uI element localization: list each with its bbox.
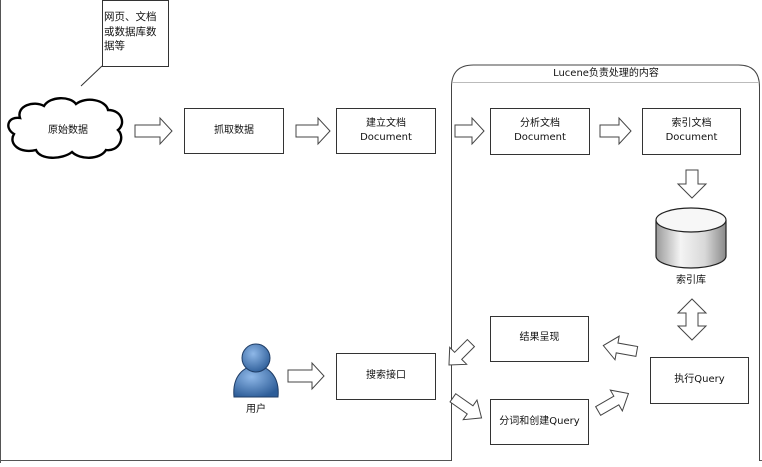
panel-title: Lucene负责处理的内容 <box>553 68 659 79</box>
arrow-search-to-tokenize <box>449 393 483 421</box>
result-box <box>490 316 589 362</box>
result-label: 结果呈现 <box>519 332 560 343</box>
crawl-box <box>184 108 284 154</box>
arrow-analyze-to-index <box>599 116 632 146</box>
arrow-tokenize-to-execute <box>594 389 630 417</box>
arrow-result-to-search <box>448 338 476 366</box>
index-doc-label: 索引文档 Document <box>665 118 718 143</box>
analyze-doc-box <box>490 108 590 155</box>
arrow-db-execute <box>676 298 708 341</box>
index-db-cylinder <box>655 207 727 269</box>
search-iface-box <box>336 353 436 400</box>
arrow-cloud-to-crawl <box>134 116 173 146</box>
search-iface-label: 搜索接口 <box>366 370 406 381</box>
tokenize-box <box>490 399 589 445</box>
arrow-index-to-db <box>676 169 708 199</box>
analyze-doc-label: 分析文档 Document <box>514 118 566 143</box>
note-leader <box>80 65 103 87</box>
index-db-label: 索引库 <box>676 275 706 286</box>
build-doc-label: 建立文档 Document <box>360 118 412 143</box>
arrow-user-to-search <box>287 361 325 391</box>
arrow-execute-to-result <box>602 335 639 361</box>
raw-data-label: 原始数据 <box>48 125 88 136</box>
crawl-label: 抓取数据 <box>214 125 254 136</box>
user-icon <box>233 343 279 398</box>
note-text: 网页、文档 或数据库数 据等 <box>104 11 157 52</box>
execute-box <box>650 357 749 404</box>
build-doc-box <box>336 108 436 154</box>
execute-label: 执行Query <box>674 374 725 385</box>
note-box <box>102 0 169 67</box>
raw-data-cloud <box>7 97 124 159</box>
tokenize-label: 分词和创建Query <box>499 416 580 427</box>
arrow-build-to-analyze <box>454 116 485 146</box>
arrow-crawl-to-build <box>295 116 331 146</box>
index-doc-box <box>642 108 741 155</box>
user-label: 用户 <box>246 404 266 415</box>
